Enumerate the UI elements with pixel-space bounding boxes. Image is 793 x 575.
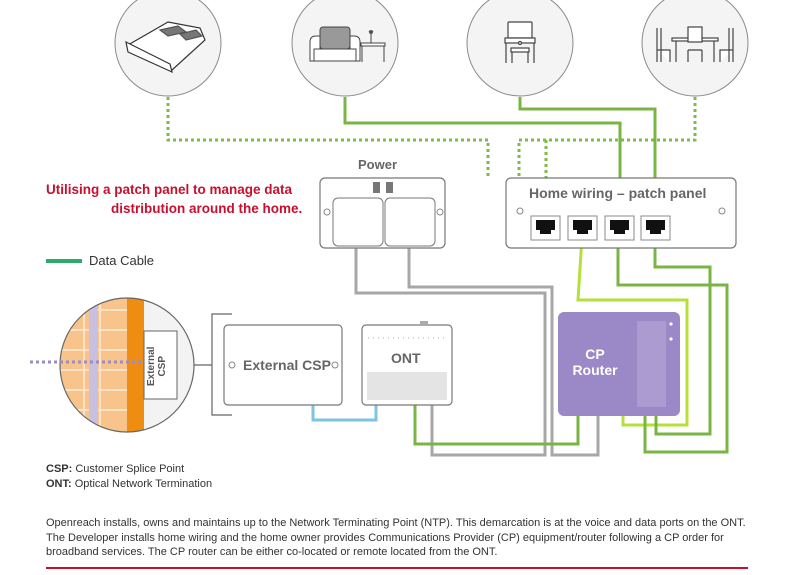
- glossary-term: CSP:: [46, 463, 73, 475]
- glossary-csp: CSP: Customer Splice Point: [46, 462, 184, 477]
- cable-power: [354, 248, 600, 457]
- external-csp-box: [223, 324, 343, 406]
- patch-panel: [505, 177, 737, 249]
- ont-box: [361, 321, 453, 406]
- cable-bedroom-dotted: [166, 97, 490, 178]
- room-living-room: [291, 0, 399, 97]
- cp-router: [558, 312, 680, 416]
- desk-icon: [504, 21, 536, 63]
- external-csp-label: External CSP: [243, 357, 331, 373]
- cable-study: [518, 97, 657, 178]
- room-dining-room: [641, 0, 749, 97]
- headline-line1: Utilising a patch panel to manage data: [46, 182, 293, 197]
- ont-label: ONT: [391, 350, 421, 366]
- cable-living-room: [343, 97, 622, 178]
- cp-router-label-line1: CP: [585, 346, 605, 362]
- patch-port-4: [640, 215, 671, 241]
- glossary-definition: Customer Splice Point: [75, 463, 185, 475]
- patch-port-1: [530, 215, 561, 241]
- cable-patch-port2: [576, 236, 689, 427]
- glossary-ont: ONT: Optical Network Termination: [46, 477, 212, 492]
- cable-ont-router: [413, 405, 580, 446]
- patch-port-3: [604, 215, 635, 241]
- cable-patch-port4: [653, 237, 712, 436]
- bed-icon: [125, 21, 206, 74]
- legend-data-cable-label: Data Cable: [89, 253, 155, 268]
- power-label: Power: [358, 157, 398, 172]
- cable-patch-port3: [616, 237, 729, 454]
- cp-router-label-line2: Router: [572, 362, 618, 378]
- armchair-icon: [309, 26, 386, 62]
- wall-csp-label: External CSP: [146, 347, 168, 386]
- patch-panel-label: Home wiring – patch panel: [529, 185, 707, 201]
- room-study: [466, 0, 574, 97]
- cable-fibre: [311, 405, 378, 422]
- cp-router-label: CP Router: [570, 346, 620, 378]
- glossary-term: ONT:: [46, 478, 72, 490]
- wall-cross-section: [30, 297, 232, 433]
- headline-line2: distribution around the home.: [111, 201, 303, 216]
- room-bedroom: [114, 0, 222, 97]
- glossary-definition: Optical Network Termination: [74, 478, 213, 490]
- patch-port-2: [567, 215, 598, 241]
- wall-csp-label-line2: CSP: [157, 355, 168, 377]
- dining-table-icon: [656, 26, 734, 62]
- power-socket: [319, 177, 446, 249]
- cable-dining-dotted: [517, 97, 697, 178]
- wall-csp-label-line1: External: [146, 346, 157, 386]
- footnote: Openreach installs, owns and maintains u…: [46, 517, 746, 558]
